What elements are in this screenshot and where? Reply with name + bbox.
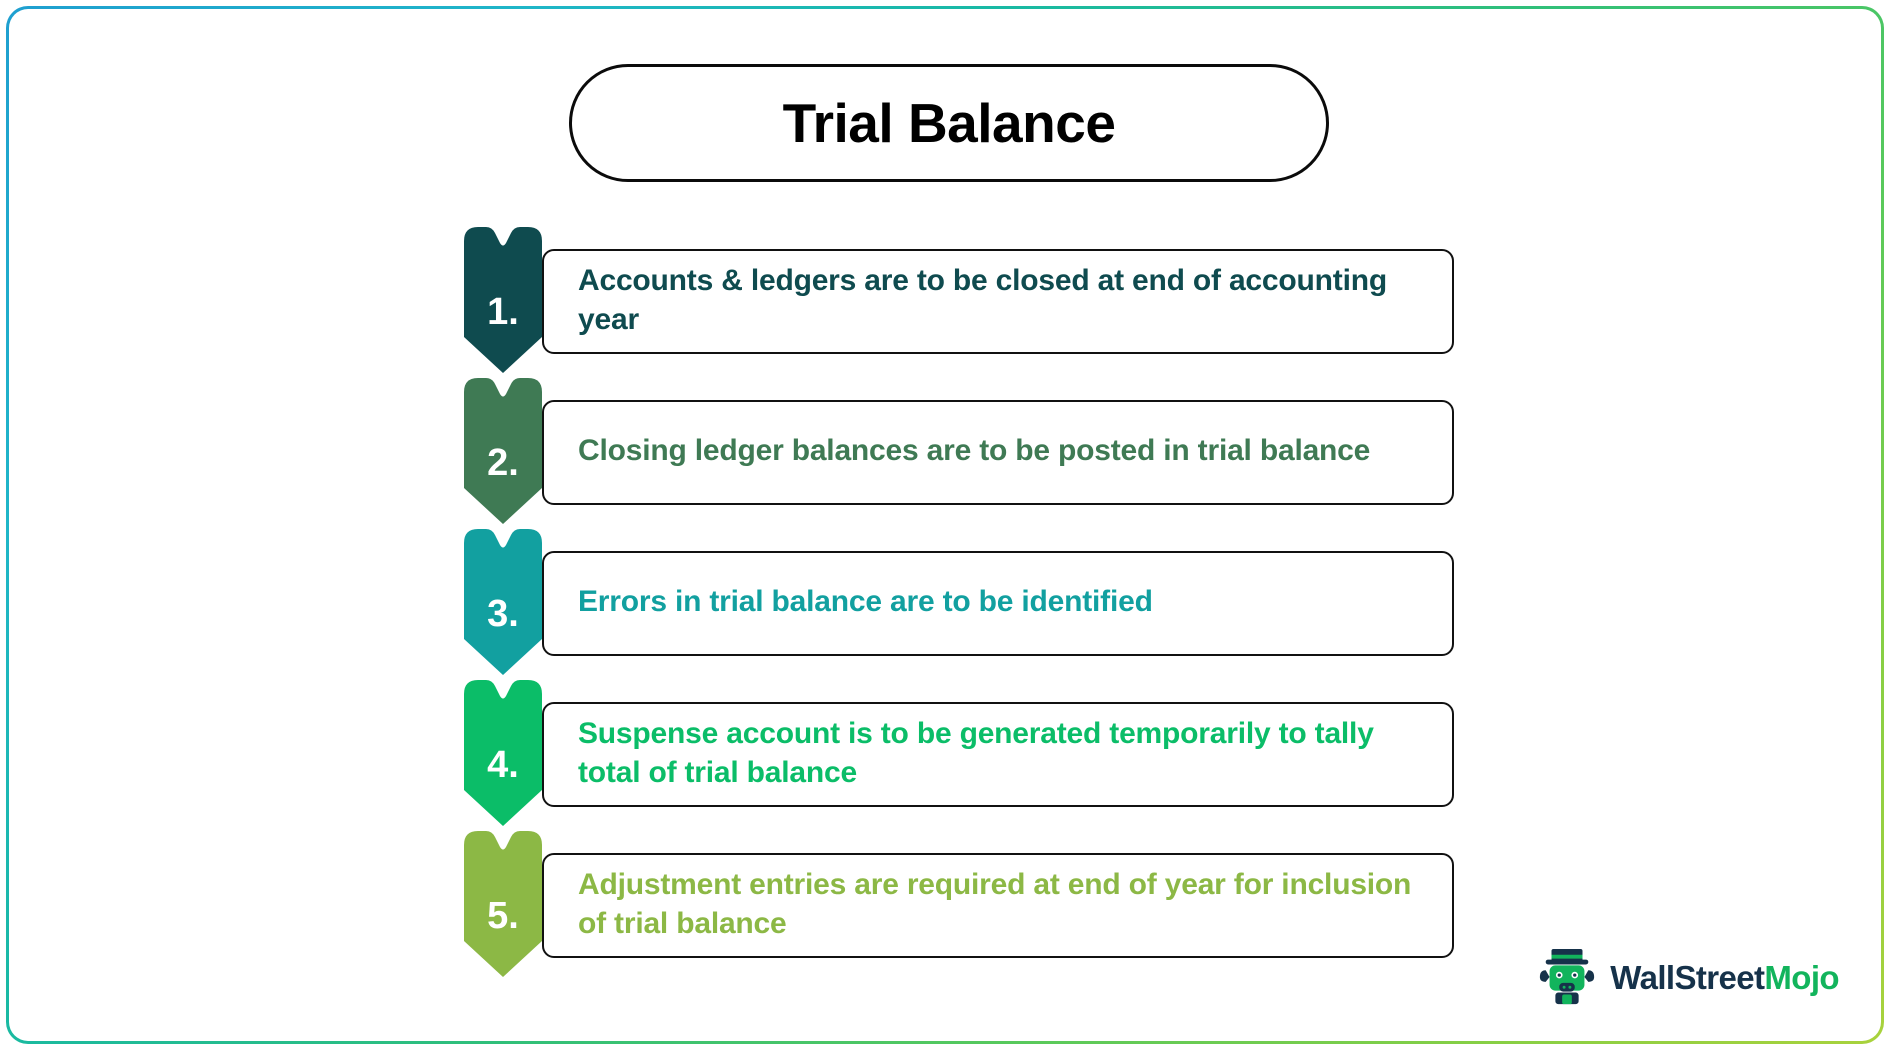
brand-name-first: WallStreet: [1610, 959, 1765, 996]
list-item: 4. Suspense account is to be generated t…: [464, 680, 1464, 831]
brand-name-second: Mojo: [1764, 959, 1839, 996]
title-container: Trial Balance: [569, 64, 1329, 182]
list-item: 5. Adjustment entries are required at en…: [464, 831, 1464, 982]
step-card: Closing ledger balances are to be posted…: [542, 400, 1454, 505]
step-text: Errors in trial balance are to be identi…: [578, 585, 1153, 619]
gradient-frame: Trial Balance 1. Accounts & ledgers are …: [6, 6, 1884, 1044]
title-pill: Trial Balance: [569, 64, 1329, 182]
step-card: Errors in trial balance are to be identi…: [542, 551, 1454, 656]
steps-list: 1. Accounts & ledgers are to be closed a…: [464, 227, 1464, 982]
step-number: 4.: [487, 743, 519, 786]
page-title: Trial Balance: [782, 91, 1116, 154]
ribbon-shape-icon: [464, 529, 542, 675]
step-text: Closing ledger balances are to be posted…: [578, 434, 1371, 468]
ribbon-shape-icon: [464, 680, 542, 826]
step-text: Accounts & ledgers are to be closed at e…: [578, 264, 1387, 336]
step-card: Adjustment entries are required at end o…: [542, 853, 1454, 958]
step-badge-4: 4.: [464, 680, 542, 831]
step-card: Suspense account is to be generated temp…: [542, 702, 1454, 807]
bull-mascot-tophat-icon: [1540, 948, 1595, 1005]
list-item: 1. Accounts & ledgers are to be closed a…: [464, 227, 1464, 378]
ribbon-shape-icon: [464, 227, 542, 373]
frame-inner: Trial Balance 1. Accounts & ledgers are …: [9, 9, 1881, 1041]
step-number: 2.: [487, 441, 519, 484]
step-text: Adjustment entries are required at end o…: [578, 868, 1412, 940]
step-badge-2: 2.: [464, 378, 542, 529]
list-item: 3. Errors in trial balance are to be ide…: [464, 529, 1464, 680]
step-badge-5: 5.: [464, 831, 542, 982]
step-number: 1.: [487, 290, 519, 333]
step-text: Suspense account is to be generated temp…: [578, 717, 1374, 789]
step-badge-3: 3.: [464, 529, 542, 680]
list-item: 2. Closing ledger balances are to be pos…: [464, 378, 1464, 529]
brand-logo: WallStreetMojo: [1536, 947, 1840, 1009]
ribbon-shape-icon: [464, 378, 542, 524]
step-badge-1: 1.: [464, 227, 542, 378]
step-number: 3.: [487, 592, 519, 635]
step-card: Accounts & ledgers are to be closed at e…: [542, 249, 1454, 354]
brand-name: WallStreetMojo: [1610, 959, 1839, 997]
step-number: 5.: [487, 894, 519, 937]
ribbon-shape-icon: [464, 831, 542, 977]
